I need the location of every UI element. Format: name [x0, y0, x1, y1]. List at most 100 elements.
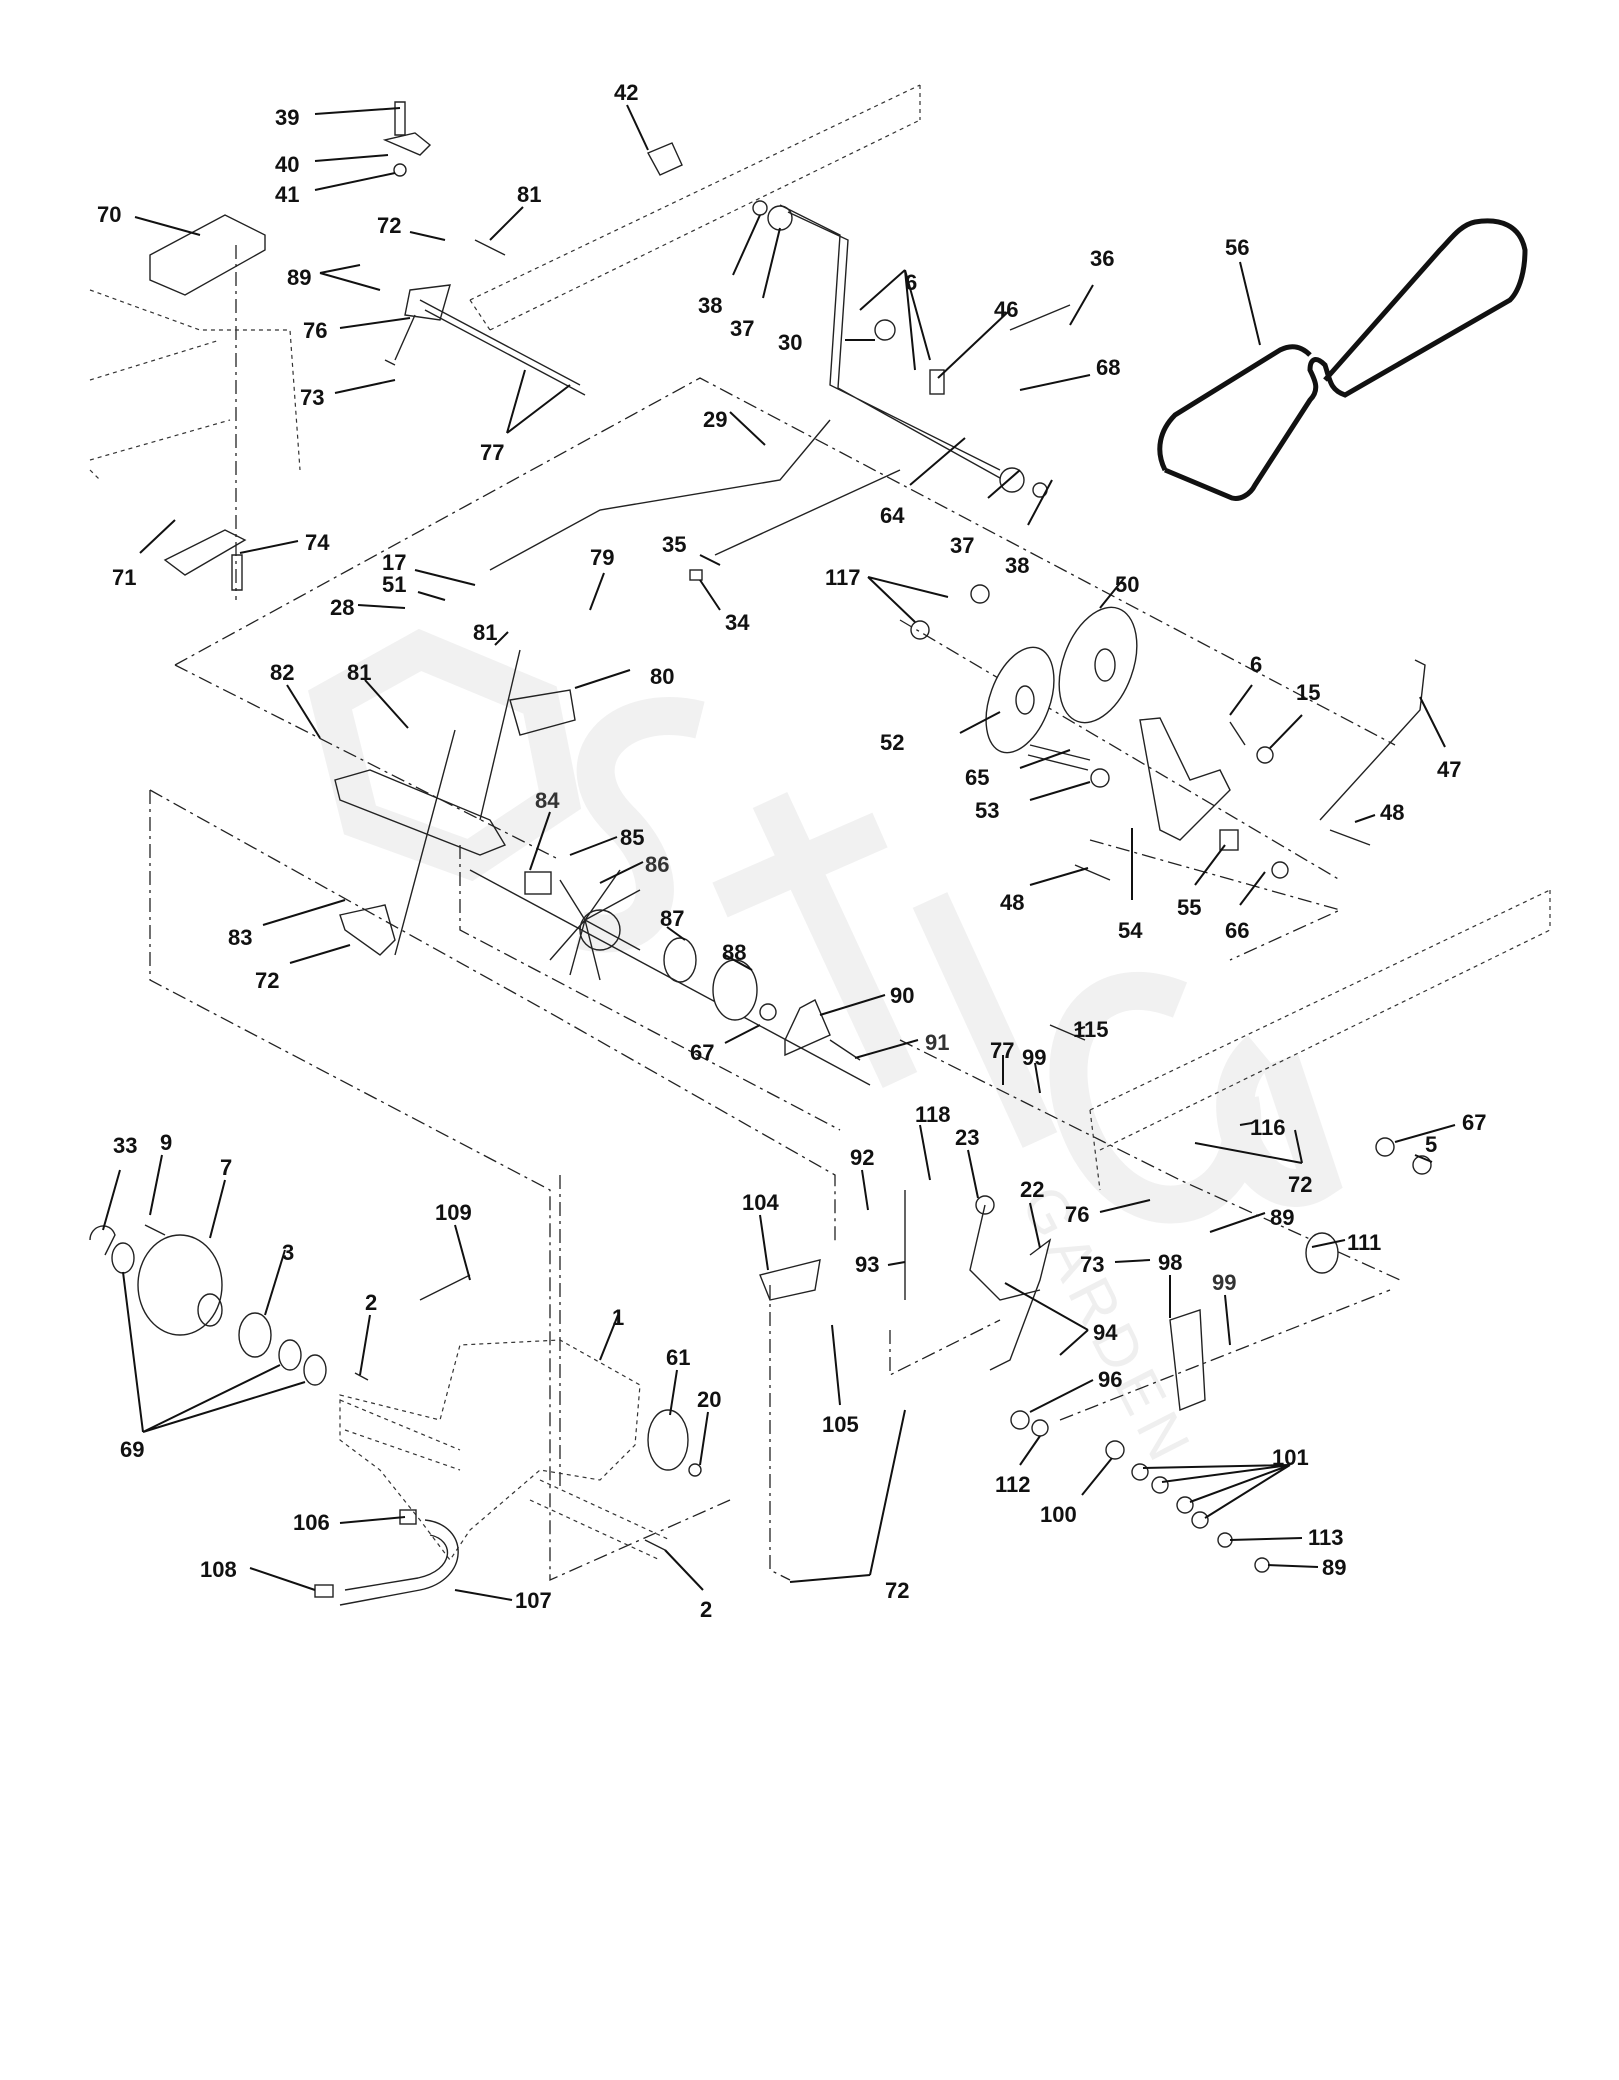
callout-34[interactable]: 34 — [725, 610, 750, 635]
callout-73[interactable]: 73 — [300, 385, 324, 410]
callout-28[interactable]: 28 — [330, 595, 354, 620]
callout-101[interactable]: 101 — [1272, 1445, 1309, 1470]
callout-85[interactable]: 85 — [620, 825, 644, 850]
callout-40[interactable]: 40 — [275, 152, 299, 177]
callout-77[interactable]: 77 — [480, 440, 504, 465]
callout-72[interactable]: 72 — [1288, 1172, 1312, 1197]
callout-23[interactable]: 23 — [955, 1125, 979, 1150]
callout-42[interactable]: 42 — [614, 80, 638, 105]
callout-113[interactable]: 113 — [1308, 1525, 1344, 1550]
callout-51[interactable]: 51 — [382, 572, 406, 597]
callout-36[interactable]: 36 — [1090, 246, 1114, 271]
callout-65[interactable]: 65 — [965, 765, 989, 790]
callout-94[interactable]: 94 — [1093, 1320, 1118, 1345]
callout-84[interactable]: 84 — [535, 788, 560, 813]
callout-77[interactable]: 77 — [990, 1038, 1014, 1063]
callout-20[interactable]: 20 — [697, 1387, 721, 1412]
callout-15[interactable]: 15 — [1296, 680, 1320, 705]
callout-81[interactable]: 81 — [517, 182, 541, 207]
callout-82[interactable]: 82 — [270, 660, 294, 685]
callout-87[interactable]: 87 — [660, 906, 684, 931]
callout-64[interactable]: 64 — [880, 503, 905, 528]
callout-33[interactable]: 33 — [113, 1133, 137, 1158]
callout-17[interactable]: 17 — [382, 550, 406, 575]
callout-46[interactable]: 46 — [994, 297, 1018, 322]
callout-100[interactable]: 100 — [1040, 1502, 1077, 1527]
callout-54[interactable]: 54 — [1118, 918, 1143, 943]
callout-69[interactable]: 69 — [120, 1437, 144, 1462]
callout-91[interactable]: 91 — [925, 1030, 949, 1055]
callout-55[interactable]: 55 — [1177, 895, 1201, 920]
callout-76[interactable]: 76 — [1065, 1202, 1089, 1227]
callout-81[interactable]: 81 — [347, 660, 371, 685]
callout-7[interactable]: 7 — [220, 1155, 232, 1180]
callout-39[interactable]: 39 — [275, 105, 299, 130]
callout-108[interactable]: 108 — [200, 1557, 237, 1582]
callout-71[interactable]: 71 — [112, 565, 136, 590]
callout-118[interactable]: 118 — [915, 1102, 951, 1127]
callout-47[interactable]: 47 — [1437, 757, 1461, 782]
callout-79[interactable]: 79 — [590, 545, 614, 570]
callout-104[interactable]: 104 — [742, 1190, 779, 1215]
callout-67[interactable]: 67 — [1462, 1110, 1486, 1135]
callout-89[interactable]: 89 — [287, 265, 311, 290]
callout-105[interactable]: 105 — [822, 1412, 859, 1437]
callout-1[interactable]: 1 — [612, 1305, 624, 1330]
callout-117[interactable]: 117 — [825, 565, 861, 590]
callout-80[interactable]: 80 — [650, 664, 674, 689]
callout-6[interactable]: 6 — [1250, 652, 1262, 677]
callout-37[interactable]: 37 — [950, 533, 974, 558]
callout-106[interactable]: 106 — [293, 1510, 330, 1535]
callout-41[interactable]: 41 — [275, 182, 299, 207]
callout-72[interactable]: 72 — [377, 213, 401, 238]
callout-115[interactable]: 115 — [1073, 1017, 1109, 1042]
callout-48[interactable]: 48 — [1380, 800, 1404, 825]
callout-53[interactable]: 53 — [975, 798, 999, 823]
callout-107[interactable]: 107 — [515, 1588, 552, 1613]
callout-2[interactable]: 2 — [365, 1290, 377, 1315]
callout-83[interactable]: 83 — [228, 925, 252, 950]
callout-66[interactable]: 66 — [1225, 918, 1249, 943]
callout-38[interactable]: 38 — [698, 293, 722, 318]
callout-30[interactable]: 30 — [778, 330, 802, 355]
callout-81[interactable]: 81 — [473, 620, 497, 645]
callout-70[interactable]: 70 — [97, 202, 121, 227]
callout-88[interactable]: 88 — [722, 940, 746, 965]
callout-67[interactable]: 67 — [690, 1040, 714, 1065]
callout-112[interactable]: 112 — [995, 1472, 1031, 1497]
callout-52[interactable]: 52 — [880, 730, 904, 755]
callout-35[interactable]: 35 — [662, 532, 686, 557]
callout-86[interactable]: 86 — [645, 852, 669, 877]
callout-50[interactable]: 50 — [1115, 572, 1139, 597]
callout-37[interactable]: 37 — [730, 316, 754, 341]
callout-9[interactable]: 9 — [160, 1130, 172, 1155]
callout-22[interactable]: 22 — [1020, 1177, 1044, 1202]
callout-6[interactable]: 6 — [905, 270, 917, 295]
callout-99[interactable]: 99 — [1022, 1045, 1046, 1070]
callout-2[interactable]: 2 — [700, 1597, 712, 1622]
callout-89[interactable]: 89 — [1270, 1205, 1294, 1230]
callout-76[interactable]: 76 — [303, 318, 327, 343]
callout-72[interactable]: 72 — [255, 968, 279, 993]
callout-96[interactable]: 96 — [1098, 1367, 1122, 1392]
callout-111[interactable]: 111 — [1347, 1230, 1381, 1255]
callout-116[interactable]: 116 — [1250, 1115, 1286, 1140]
callout-56[interactable]: 56 — [1225, 235, 1249, 260]
callout-72[interactable]: 72 — [885, 1578, 909, 1603]
callout-89[interactable]: 89 — [1322, 1555, 1346, 1580]
callout-92[interactable]: 92 — [850, 1145, 874, 1170]
callout-90[interactable]: 90 — [890, 983, 914, 1008]
callout-3[interactable]: 3 — [282, 1240, 294, 1265]
callout-5[interactable]: 5 — [1425, 1132, 1437, 1157]
callout-68[interactable]: 68 — [1096, 355, 1120, 380]
callout-61[interactable]: 61 — [666, 1345, 690, 1370]
callout-93[interactable]: 93 — [855, 1252, 879, 1277]
callout-48[interactable]: 48 — [1000, 890, 1024, 915]
callout-73[interactable]: 73 — [1080, 1252, 1104, 1277]
callout-98[interactable]: 98 — [1158, 1250, 1182, 1275]
callout-38[interactable]: 38 — [1005, 553, 1029, 578]
callout-74[interactable]: 74 — [305, 530, 330, 555]
callout-29[interactable]: 29 — [703, 407, 727, 432]
callout-109[interactable]: 109 — [435, 1200, 472, 1225]
callout-99[interactable]: 99 — [1212, 1270, 1236, 1295]
